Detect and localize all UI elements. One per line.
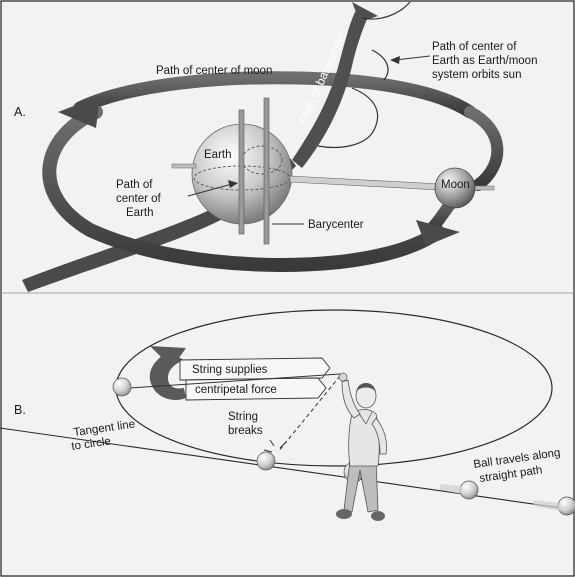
label-path-moon: Path of center of moon [156, 65, 272, 77]
ball-travelling-2 [459, 480, 479, 500]
centripetal-arrowhead [150, 346, 186, 368]
label-string-breaks-2: breaks [228, 425, 263, 437]
string-break-spark [263, 439, 287, 453]
earth-sun-path-pointer-head [390, 56, 400, 64]
label-earth-sun-3: system orbits sun [432, 69, 521, 81]
barycenter-arrowhead [352, 2, 378, 22]
moon-orbit-right [464, 106, 504, 191]
earth-rod-left [171, 163, 197, 169]
motion-blur-2 [534, 500, 560, 511]
boy-figure [336, 372, 387, 521]
label-centripetal-force: centripetal force [195, 384, 277, 396]
tangent-line [0, 427, 575, 511]
earth-center-path-pointer [187, 183, 233, 197]
earth-inner-orbit [241, 145, 283, 175]
ball-travelling-3 [557, 496, 575, 516]
label-path-earth-2: center of [116, 193, 162, 205]
moon-orbit-back [73, 71, 477, 119]
ball-string-breaks [256, 451, 276, 471]
centripetal-arrow [149, 352, 186, 400]
motion-blur-1 [440, 484, 462, 494]
centripetal-force-box [185, 377, 327, 401]
earth-spiral-upper [371, 49, 389, 81]
string-broken [277, 375, 341, 453]
label-moon: Moon [441, 179, 470, 191]
label-path-earth-3: Earth [126, 207, 154, 219]
ball-on-circle [112, 377, 132, 397]
barycenter-path-band [292, 10, 370, 168]
orbit-arrowhead-left [58, 96, 100, 128]
label-string-breaks-1: String [228, 411, 258, 423]
earth-spiral-top [361, 1, 411, 20]
moon-sphere [434, 167, 476, 209]
label-earth: Earth [204, 149, 232, 161]
string-to-left-ball [129, 373, 341, 389]
earth-center-path-pointer-head [228, 180, 238, 188]
string-supplies-box [179, 357, 331, 381]
label-barycenter: Barycenter [308, 219, 364, 231]
moon-orbit-front [42, 105, 445, 272]
earth-spiral-mid [317, 87, 379, 149]
label-string-supplies: String supplies [192, 364, 268, 376]
earth-path-swoosh [22, 158, 296, 292]
orbit-arrowhead-right [416, 220, 460, 246]
label-path-earth-1: Path of [116, 179, 153, 191]
label-earth-sun-2: Earth as Earth/moon [432, 55, 537, 67]
earth-sun-path-pointer [394, 55, 431, 61]
label-tangent-2: to circle [71, 436, 112, 453]
label-earth-sun-1: Path of center of [432, 41, 517, 53]
panel-b-letter: B. [14, 403, 26, 417]
barycenter-axis [263, 97, 270, 245]
panel-a-letter: A. [14, 105, 26, 119]
earth-axis [238, 109, 245, 235]
